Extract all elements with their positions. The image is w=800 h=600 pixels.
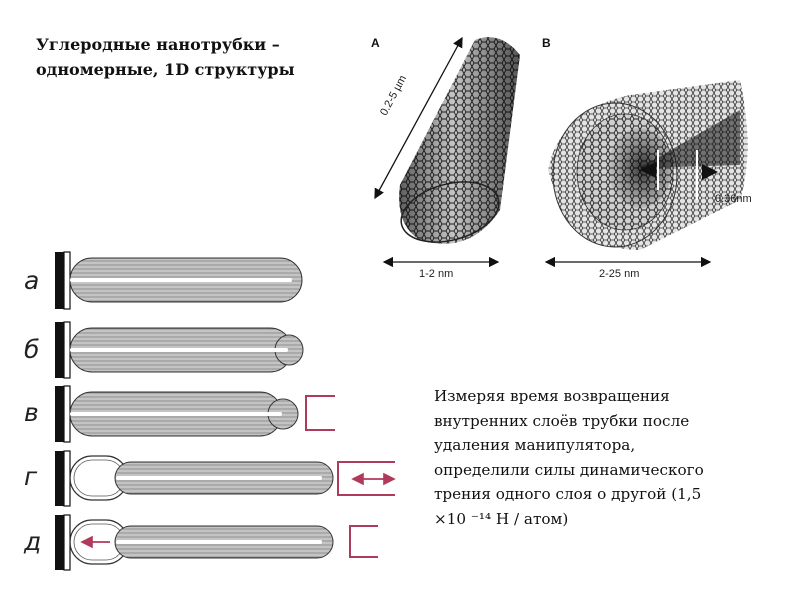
stage-letter-a: а <box>24 266 40 295</box>
panel-a-letter: A <box>371 36 380 50</box>
stage-g-diagram <box>55 450 334 507</box>
panel-b-letter: B <box>542 36 551 50</box>
description-line-3: удаления манипулятора, <box>434 436 636 454</box>
title-line-2: одномерные, 1D структуры <box>36 60 295 79</box>
stage-letter-g: г <box>24 462 38 491</box>
stage-v-manipulator <box>305 395 335 431</box>
description-line-6: ×10 ⁻¹⁴ Н / атом) <box>434 509 569 528</box>
description-line-5: трения одного слоя о другой (1,5 <box>434 485 702 503</box>
stage-g-manipulator <box>337 461 395 496</box>
panel-a-tube <box>399 37 520 244</box>
interlayer-spacing-marker <box>640 150 718 200</box>
description-line-2: внутренних слоёв трубки после <box>434 411 690 430</box>
panel-a-diameter-label: 1-2 nm <box>419 268 454 280</box>
panel-b-tube <box>548 80 748 250</box>
stage-d-manipulator <box>349 525 378 558</box>
stage-letter-b: б <box>24 335 40 364</box>
stage-b-diagram <box>55 321 304 379</box>
description-text: Измеряя время возвращения внутренних сло… <box>434 384 784 531</box>
stage-a-diagram <box>55 251 303 310</box>
slide-title: Углеродные нанотрубки – одномерные, 1D с… <box>36 32 336 82</box>
panel-b-spacing-label: 0.36nm <box>715 193 752 205</box>
panel-b-diameter-label: 2-25 nm <box>599 268 640 280</box>
panel-a-length-arrow <box>374 36 463 200</box>
title-line-1: Углеродные нанотрубки – <box>36 35 280 54</box>
stage-v-diagram <box>55 385 299 443</box>
stage-letter-v: в <box>24 398 39 427</box>
description-line-1: Измеряя время возвращения <box>434 387 670 405</box>
description-line-4: определили силы динамического <box>434 460 704 479</box>
stage-letter-d: д <box>24 527 42 556</box>
